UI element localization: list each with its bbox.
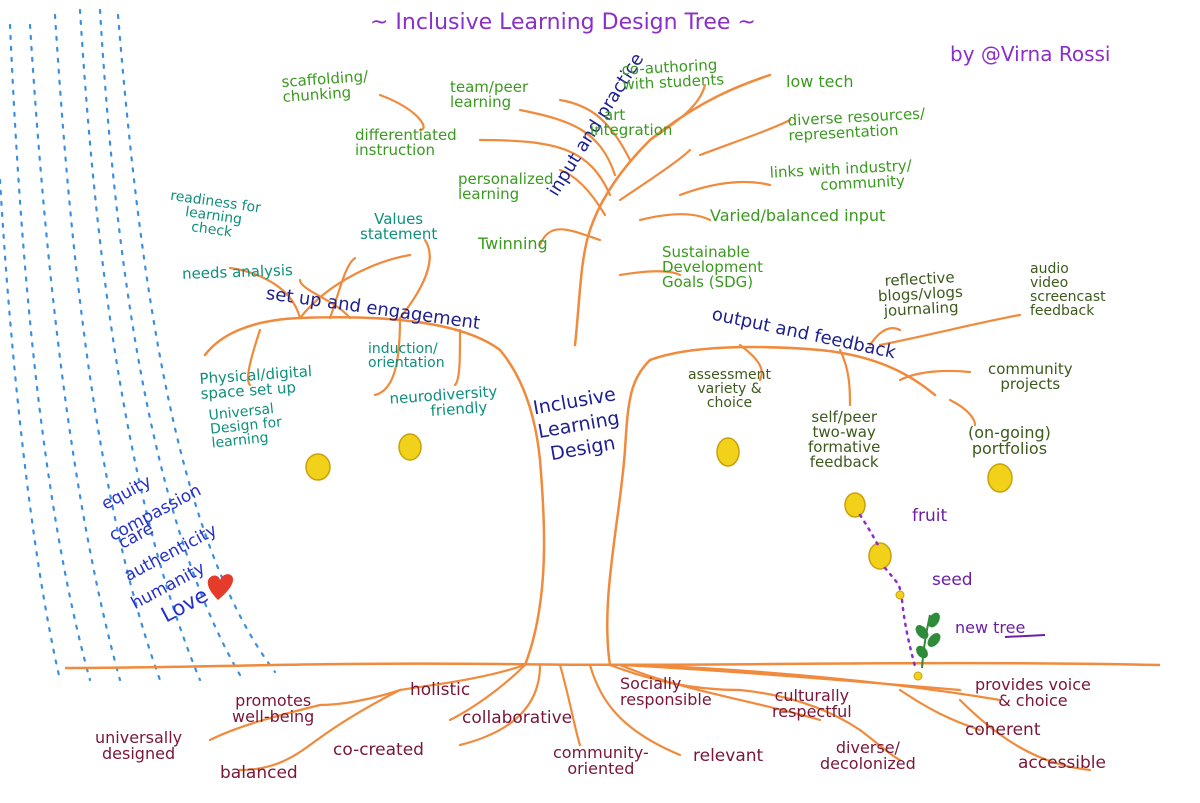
leaf-low-tech: low tech xyxy=(786,72,854,91)
root-holistic: holistic xyxy=(410,680,471,700)
roots xyxy=(208,663,1092,772)
root-coherent: coherent xyxy=(965,720,1041,740)
leaf-varied-input: Varied/balanced input xyxy=(710,206,886,225)
leaf-induction: induction/orientation xyxy=(368,341,445,371)
seed-dot-ground xyxy=(913,671,923,681)
fruits xyxy=(305,433,1013,570)
branches xyxy=(228,83,1022,427)
lifecycle-path xyxy=(858,513,918,672)
leaf-links-industry: links with industry/community xyxy=(769,156,913,195)
root-cocreated: co-created xyxy=(333,740,424,760)
root-voice-choice: provides voice& choice xyxy=(975,675,1091,710)
leaf-scaffolding: scaffolding/chunking xyxy=(280,67,369,106)
label-seed: seed xyxy=(932,570,973,590)
root-collaborative: collaborative xyxy=(462,708,573,728)
sprout-icon xyxy=(915,612,941,669)
trunk xyxy=(203,73,937,667)
label-new-tree: new tree xyxy=(955,618,1026,637)
new-tree-underline xyxy=(1004,634,1046,638)
root-community-oriented: community-oriented xyxy=(553,743,649,778)
rain-drops xyxy=(0,8,277,682)
label-fruit: fruit xyxy=(912,506,948,526)
ground-line xyxy=(64,661,1161,670)
leaf-portfolios: (on-going)portfolios xyxy=(968,423,1051,458)
heart-icon xyxy=(207,574,234,600)
root-accessible: accessible xyxy=(1018,753,1106,773)
root-diverse-decolonized: diverse/decolonized xyxy=(820,738,916,773)
root-balanced: balanced xyxy=(220,763,298,783)
author-credit: by @Virna Rossi xyxy=(950,42,1111,66)
root-relevant: relevant xyxy=(693,746,764,766)
diagram-title: ~ Inclusive Learning Design Tree ~ xyxy=(370,10,756,35)
trunk-label: Inclusive Learning Design xyxy=(531,383,626,468)
seed-dot xyxy=(895,590,905,600)
leaf-twinning: Twinning xyxy=(478,234,548,253)
leaf-needs-analysis: needs analysis xyxy=(181,261,294,283)
